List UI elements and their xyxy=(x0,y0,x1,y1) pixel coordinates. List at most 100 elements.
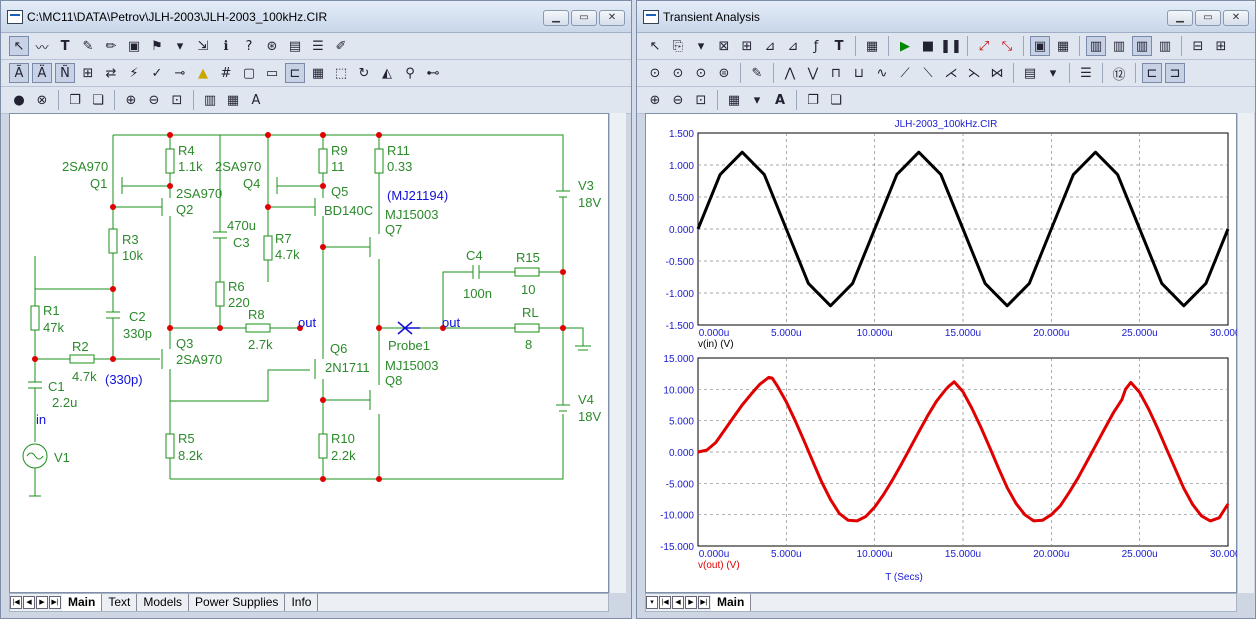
schematic-vscroll[interactable] xyxy=(609,113,626,593)
scope3-icon[interactable]: ⊙ xyxy=(695,65,707,81)
node-voltage-icon[interactable]: ⊞ xyxy=(82,65,94,81)
analysis-maximize-button[interactable]: ▭ xyxy=(1195,10,1221,26)
tag2-icon[interactable]: ⊿ xyxy=(787,38,799,54)
border-icon[interactable]: ▢ xyxy=(242,65,256,81)
next2-tab-icon[interactable]: ▶ xyxy=(685,596,697,609)
warning-icon[interactable]: ▲ xyxy=(198,65,208,81)
page-icon[interactable]: ▤ xyxy=(288,38,302,54)
global-high-icon[interactable]: ⟍ xyxy=(923,65,933,81)
plot-vscroll[interactable] xyxy=(1237,113,1254,593)
flip-icon[interactable]: ◭ xyxy=(382,65,392,81)
dropdown-icon[interactable]: ▾ xyxy=(697,38,705,54)
tab-power-supplies[interactable]: Power Supplies xyxy=(189,594,286,611)
properties-icon[interactable]: ▦ xyxy=(865,38,879,54)
scope2-icon[interactable]: ⊙ xyxy=(672,65,684,81)
stop-icon[interactable]: ■ xyxy=(921,38,935,54)
edit-icon[interactable]: ✐ xyxy=(335,38,347,54)
pause-icon[interactable]: ❚❚ xyxy=(940,38,962,54)
tab-text[interactable]: Text xyxy=(102,594,138,611)
last-tab-icon[interactable]: ▶| xyxy=(49,596,61,609)
tab-main[interactable]: Main xyxy=(62,594,103,611)
schematic-titlebar[interactable]: C:\MC11\DATA\Petrov\JLH-2003\JLH-2003_10… xyxy=(1,1,631,33)
current-icon[interactable]: ⇄ xyxy=(105,65,117,81)
power-icon[interactable]: ⚡ xyxy=(129,65,139,81)
maximize-button[interactable]: ▭ xyxy=(571,10,597,26)
zoom-out-icon[interactable]: ⊖ xyxy=(148,92,160,108)
step-icon[interactable]: ⤢ xyxy=(978,38,990,54)
scale-icon[interactable]: ⊠ xyxy=(718,38,730,54)
point-icon[interactable]: ⊛ xyxy=(266,38,278,54)
dropdown3-icon[interactable]: ▾ xyxy=(753,92,761,108)
plot1-icon[interactable]: ▥ xyxy=(1086,36,1106,56)
node-numbers-icon[interactable]: Ñ xyxy=(55,63,75,83)
grid-icon[interactable]: # xyxy=(220,65,232,81)
cascade-icon[interactable]: ❐ xyxy=(807,92,819,108)
select-mode-icon[interactable]: ↖ xyxy=(9,36,29,56)
edit-icon[interactable]: ✎ xyxy=(751,65,763,81)
table-icon[interactable]: ☰ xyxy=(312,38,324,54)
fit-icon[interactable]: ⊏ xyxy=(1142,63,1162,83)
zoom-out-icon[interactable]: ⊖ xyxy=(672,92,684,108)
minimize-button[interactable]: ▁ xyxy=(543,10,569,26)
zoom-in-icon[interactable]: ⊕ xyxy=(125,92,137,108)
peak-icon[interactable]: ⋀ xyxy=(784,65,796,81)
tab-info[interactable]: Info xyxy=(285,594,319,611)
tile-icon[interactable]: ❏ xyxy=(830,92,842,108)
bus-mode-icon[interactable]: ✏ xyxy=(105,38,117,54)
rotate-icon[interactable]: ↻ xyxy=(358,65,370,81)
binoculars-icon[interactable]: ⊷ xyxy=(426,65,440,81)
list-icon[interactable]: ☰ xyxy=(1080,65,1092,81)
properties-icon[interactable]: ▦ xyxy=(311,65,325,81)
top-icon[interactable]: ⋋ xyxy=(967,65,981,81)
zoom-in-icon[interactable]: ⊕ xyxy=(649,92,661,108)
close-button[interactable]: ✕ xyxy=(599,10,625,26)
horiz-icon[interactable]: ⊟ xyxy=(1192,38,1204,54)
text-icon[interactable]: T xyxy=(834,38,844,54)
plot3-icon[interactable]: ▥ xyxy=(1132,36,1152,56)
dropdown-icon[interactable]: ▾ xyxy=(176,38,184,54)
grid-text-icon[interactable]: Ä xyxy=(32,63,52,83)
next-tab-icon[interactable]: ▶ xyxy=(36,596,48,609)
tab-main[interactable]: Main xyxy=(711,594,752,611)
high-icon[interactable]: ⊓ xyxy=(830,65,842,81)
prev-tab-icon[interactable]: ◀ xyxy=(23,596,35,609)
next-tab-icon[interactable]: ◀ xyxy=(672,596,684,609)
crosshair-icon[interactable]: ⊞ xyxy=(1215,38,1227,54)
wire-mode-icon[interactable]: ✎ xyxy=(82,38,94,54)
bottom-icon[interactable]: ⋈ xyxy=(990,65,1004,81)
run-icon[interactable]: ● xyxy=(13,92,25,108)
tile-icon[interactable]: ❏ xyxy=(92,92,104,108)
first-tab-icon[interactable]: |◀ xyxy=(10,596,22,609)
dropdown2-icon[interactable]: ▾ xyxy=(1049,65,1057,81)
plot2-icon[interactable]: ▥ xyxy=(1112,38,1126,54)
pin-connection-icon[interactable]: ⊏ xyxy=(285,63,305,83)
fit2-icon[interactable]: ⊐ xyxy=(1165,63,1185,83)
info-icon[interactable]: ℹ xyxy=(223,38,229,54)
zoom-fit-icon[interactable]: ⊡ xyxy=(171,92,183,108)
slope-icon[interactable]: ⟋ xyxy=(900,65,910,81)
valley-icon[interactable]: ⋁ xyxy=(807,65,819,81)
copy-icon[interactable]: ⎘ xyxy=(672,38,684,54)
text-mode-icon[interactable]: T xyxy=(60,38,70,54)
cursor-icon[interactable]: ⊞ xyxy=(741,38,753,54)
analysis-titlebar[interactable]: Transient Analysis ▁ ▭ ✕ xyxy=(637,1,1255,33)
numbers-icon[interactable]: ⑫ xyxy=(1112,67,1126,83)
title-block-icon[interactable]: ▭ xyxy=(265,65,279,81)
formula-icon[interactable]: ƒ xyxy=(813,38,819,54)
attribute-text-icon[interactable]: Ã xyxy=(9,63,29,83)
tag-icon[interactable]: ⊿ xyxy=(764,38,776,54)
font-icon[interactable]: A xyxy=(251,92,261,108)
zoom-fit-icon[interactable]: ⊡ xyxy=(695,92,707,108)
box-icon[interactable]: ⬚ xyxy=(334,65,348,81)
pin-icon[interactable]: ⊸ xyxy=(174,65,186,81)
scope4-icon[interactable]: ⊜ xyxy=(718,65,730,81)
analysis-minimize-button[interactable]: ▁ xyxy=(1167,10,1193,26)
pan-icon[interactable]: ▦ xyxy=(727,92,741,108)
find-icon[interactable]: ⚲ xyxy=(405,65,415,81)
scale-reset-icon[interactable]: ⤡ xyxy=(1001,38,1013,54)
help-icon[interactable]: ? xyxy=(245,38,253,54)
graphics-icon[interactable]: ▣ xyxy=(127,38,141,54)
component-mode-icon[interactable]: 〰 xyxy=(35,40,49,56)
